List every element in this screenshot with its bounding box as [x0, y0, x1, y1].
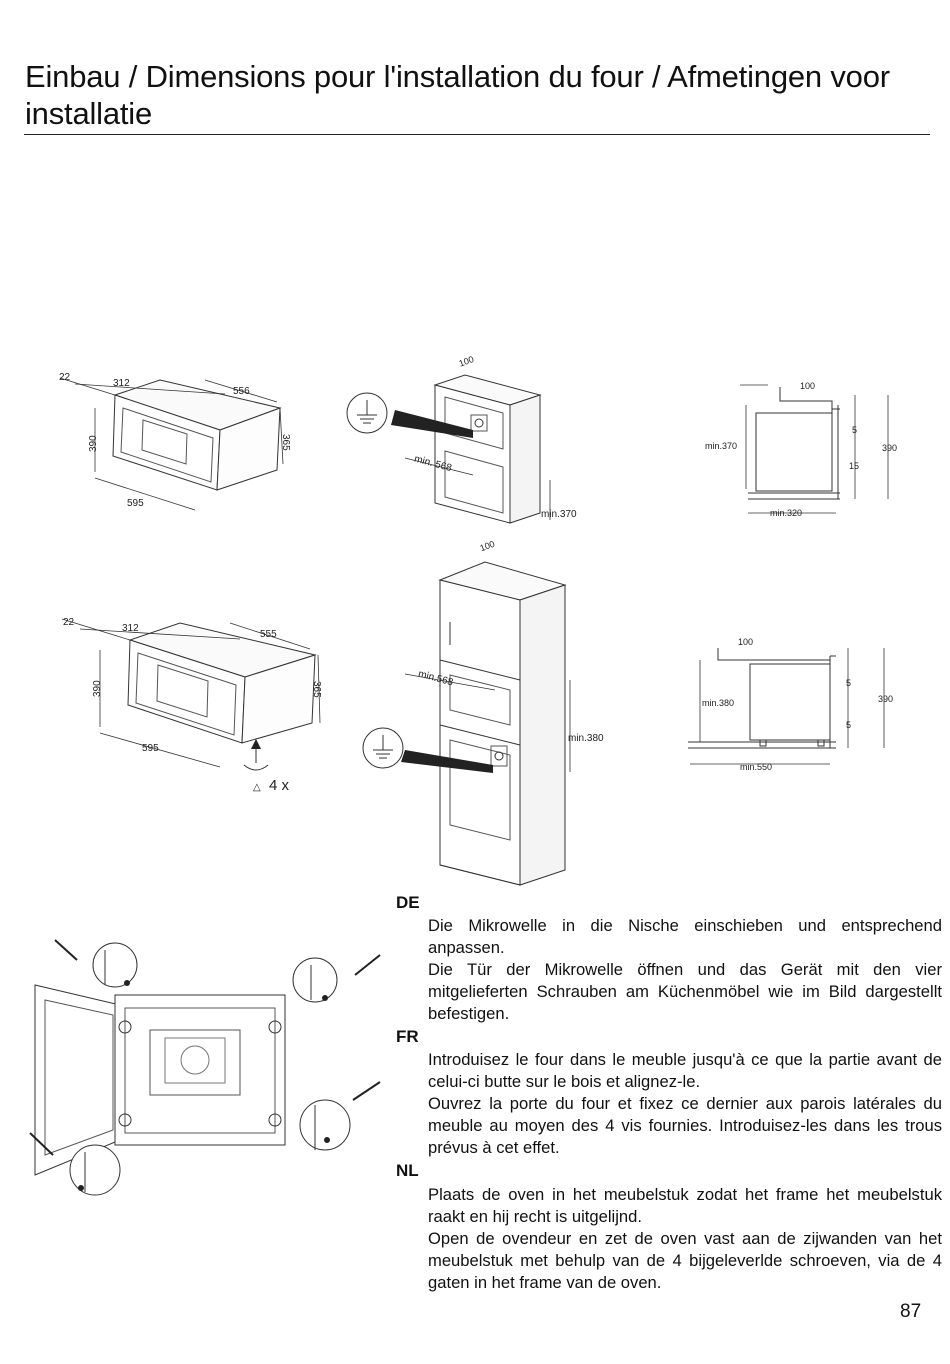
dim-label: 22 [59, 372, 71, 383]
page-number: 87 [900, 1301, 922, 1322]
dim-label: 312 [113, 378, 130, 389]
dim-label: 5 [852, 425, 857, 435]
dim-label: 595 [127, 498, 144, 509]
dim-label: min.380 [568, 733, 604, 744]
dim-label: min.380 [702, 698, 734, 708]
microwave-dimension-drawing-1: 22 312 556 390 365 595 [59, 372, 291, 511]
language-code-de: DE [396, 893, 420, 912]
screw-icon: △ [253, 782, 261, 793]
dim-label: 15 [849, 461, 859, 471]
language-code-nl: NL [396, 1161, 419, 1180]
instruction-nl-step1: Plaats de oven in het meubelstuk zodat h… [428, 1185, 942, 1226]
page-title: Einbau / Dimensions pour l'installation … [25, 59, 890, 131]
instruction-de-step2: Die Tür der Mikrowelle öffnen und das Ge… [428, 960, 942, 1023]
dim-label: 390 [92, 680, 103, 697]
instruction-fr-step2: Ouvrez la porte du four et fixez ce dern… [428, 1094, 942, 1157]
screw-mounting-drawing [29, 939, 381, 1196]
microwave-dimension-drawing-2: 22 312 555 390 365 595 △ 4 x [61, 617, 322, 794]
instruction-nl-step2: Open de ovendeur en zet de oven vast aan… [428, 1229, 942, 1292]
dim-label: min.320 [770, 508, 802, 518]
dim-label: 100 [800, 381, 815, 391]
dim-label: 555 [260, 629, 277, 640]
dim-label: 390 [882, 443, 897, 453]
instruction-de-step1: Die Mikrowelle in die Nische einschieben… [428, 916, 942, 957]
dim-label: 312 [122, 623, 139, 634]
dim-label: min.370 [541, 509, 577, 520]
screw-count: 4 x [269, 777, 290, 794]
side-section-drawing-1: 100 min.370 5 15 390 min.320 [705, 381, 897, 518]
dim-label: 365 [280, 434, 291, 451]
language-code-fr: FR [396, 1027, 419, 1046]
dim-label: min.370 [705, 441, 737, 451]
dim-label: 100 [738, 637, 753, 647]
cabinet-niche-drawing-1: 100 min. 568 min.370 [346, 354, 577, 524]
side-section-drawing-2: 100 min.380 5 5 390 min.550 [688, 637, 893, 772]
dim-label: 22 [63, 617, 75, 628]
dim-label: 390 [878, 694, 893, 704]
title-underline [24, 134, 930, 135]
dim-label: 365 [311, 681, 322, 698]
dim-label: 100 [458, 354, 476, 369]
dim-label: 5 [846, 678, 851, 688]
dim-label: 556 [233, 386, 250, 397]
dim-label: min.550 [740, 762, 772, 772]
dim-label: 595 [142, 743, 159, 754]
dim-label: 100 [479, 539, 497, 554]
cabinet-niche-drawing-2: 100 min.568 min.380 [362, 539, 604, 886]
dim-label: 390 [88, 435, 99, 452]
instruction-fr-step1: Introduisez le four dans le meuble jusqu… [428, 1050, 942, 1091]
dim-label: 5 [846, 720, 851, 730]
